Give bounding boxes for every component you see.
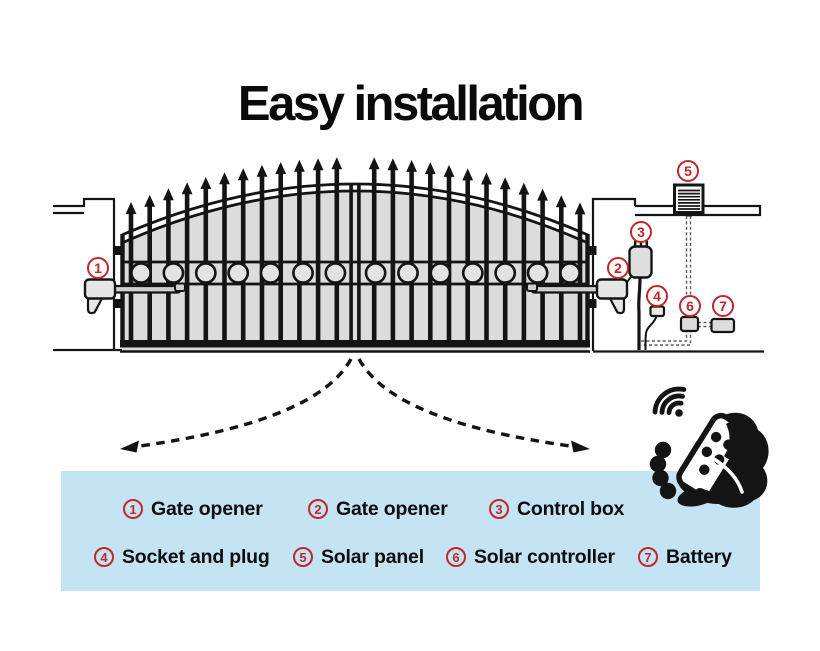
callout-3: 3 bbox=[630, 221, 652, 243]
callout-5: 5 bbox=[677, 160, 699, 182]
wiring-dashed bbox=[641, 216, 712, 346]
legend-number: 5 bbox=[293, 547, 313, 567]
gate-ring-ornaments bbox=[130, 262, 581, 284]
callout-6: 6 bbox=[679, 295, 701, 317]
callout-2: 2 bbox=[607, 257, 629, 279]
control-box-icon bbox=[628, 240, 653, 279]
legend-item-control-box: 3 Control box bbox=[489, 497, 624, 521]
legend-label: Solar controller bbox=[474, 545, 615, 568]
legend-item-solar-controller: 6 Solar controller bbox=[446, 545, 615, 569]
legend-number: 1 bbox=[123, 499, 143, 519]
gate-opener-actuator-icon bbox=[83, 278, 186, 315]
legend-label: Control box bbox=[517, 497, 625, 520]
battery-icon bbox=[710, 317, 736, 334]
callout-4: 4 bbox=[646, 285, 668, 307]
legend-label: Solar panel bbox=[321, 545, 424, 568]
legend-item-gate-opener-2: 2 Gate opener bbox=[308, 497, 448, 521]
legend-number: 7 bbox=[638, 547, 658, 567]
page-title: Easy installation bbox=[237, 77, 585, 131]
legend-label: Socket and plug bbox=[122, 545, 270, 568]
legend-panel: 1 Gate opener 2 Gate opener 3 Control bo… bbox=[61, 471, 760, 591]
legend-label: Gate opener bbox=[336, 497, 448, 520]
legend-item-socket-and-plug: 4 Socket and plug bbox=[94, 545, 270, 569]
legend-item-battery: 7 Battery bbox=[638, 545, 732, 569]
legend-number: 4 bbox=[94, 547, 114, 567]
callout-7: 7 bbox=[712, 295, 734, 317]
callout-1: 1 bbox=[87, 257, 109, 279]
legend-label: Gate opener bbox=[151, 497, 263, 520]
legend-label: Battery bbox=[666, 545, 732, 568]
legend-number: 2 bbox=[308, 499, 328, 519]
solar-panel-icon bbox=[673, 183, 705, 217]
gate-opening-dashed-arrows bbox=[120, 358, 590, 453]
solar-controller-icon bbox=[679, 315, 700, 333]
legend-number: 3 bbox=[489, 499, 509, 519]
legend-number: 6 bbox=[446, 547, 466, 567]
legend-item-solar-panel: 5 Solar panel bbox=[293, 545, 424, 569]
left-wall bbox=[53, 197, 122, 352]
double-swing-gate-icon bbox=[113, 157, 597, 353]
legend-item-gate-opener-1: 1 Gate opener bbox=[123, 497, 263, 521]
